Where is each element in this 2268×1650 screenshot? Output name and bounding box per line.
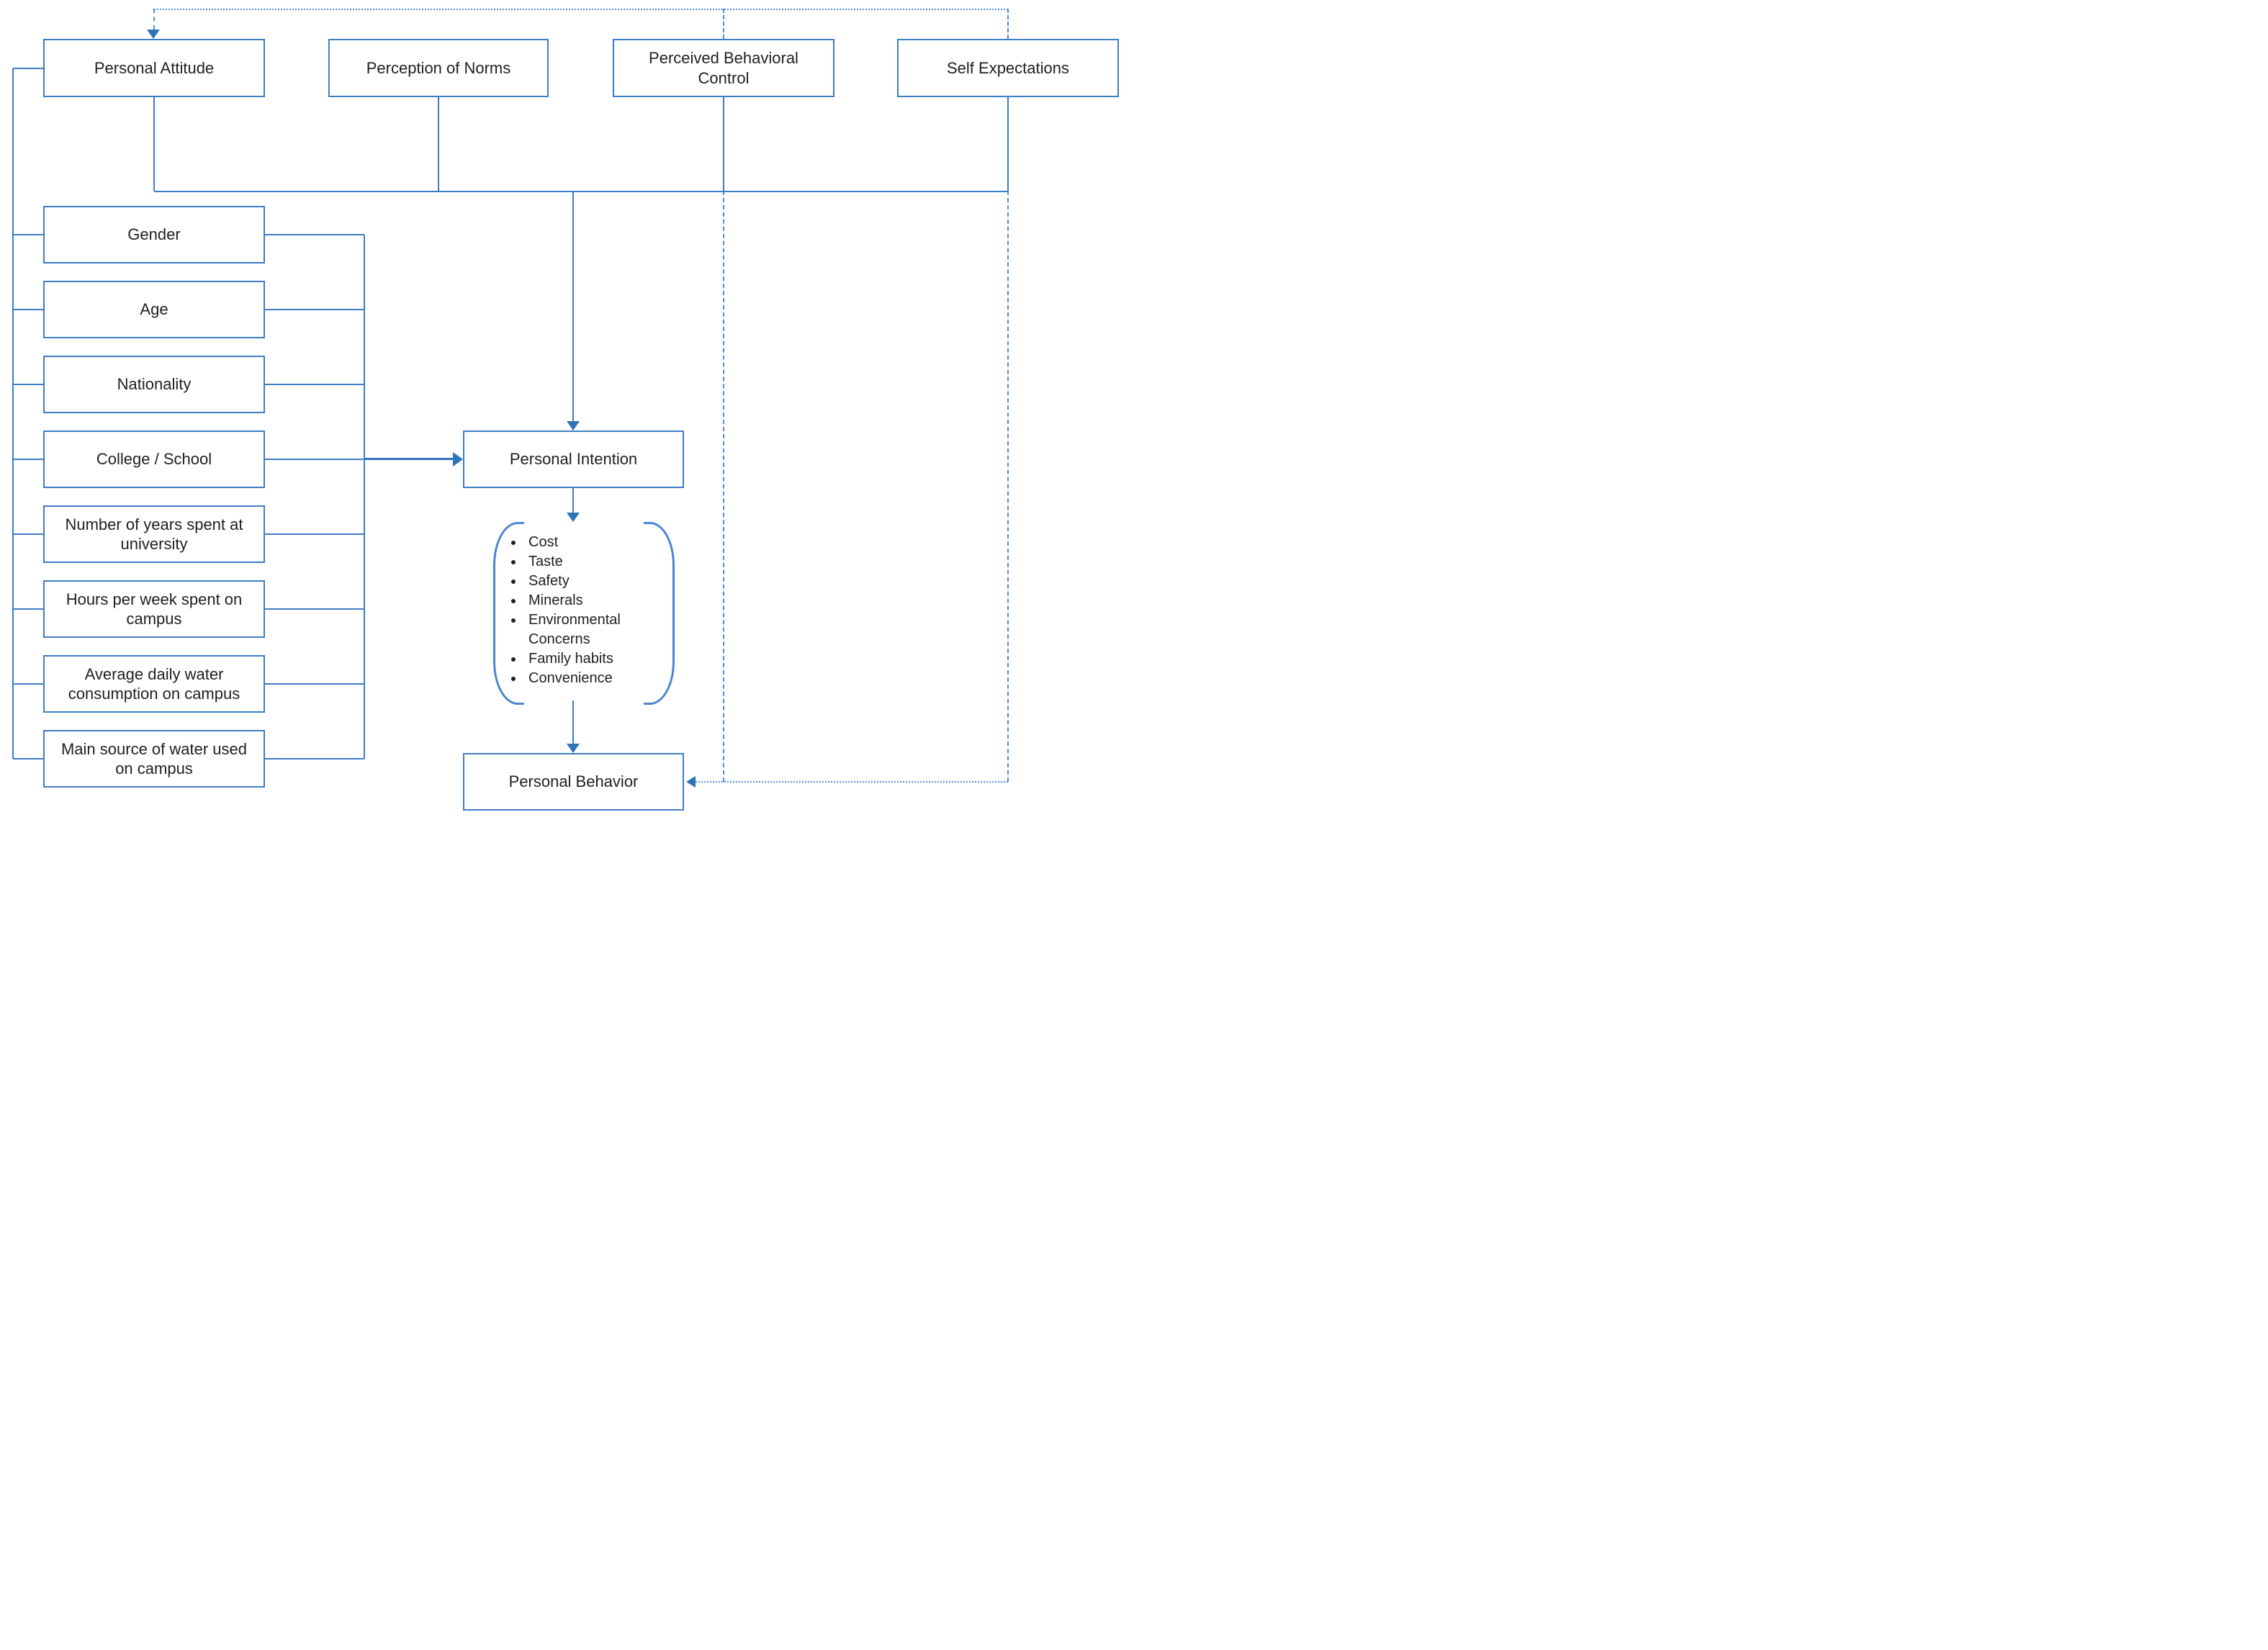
years-at-university-label: Number of years spent at university (65, 515, 243, 554)
right-stub-hours (265, 608, 364, 610)
demographics-to-intention-line (364, 458, 453, 460)
factor-minerals: Minerals (524, 591, 648, 610)
box-water-source: Main source of water used on campus (43, 730, 265, 788)
left-stub-age (13, 309, 43, 310)
perception-of-norms-label: Perception of Norms (366, 58, 511, 77)
left-stub-gender (13, 234, 43, 235)
left-stub-source (13, 758, 43, 759)
water-source-label: Main source of water used on campus (60, 739, 248, 778)
factors-to-behavior-line (572, 700, 574, 744)
decision-factors-list: Cost Taste Safety Minerals Environmental… (504, 533, 648, 688)
feedback-drop-to-attitude (153, 9, 155, 30)
left-stub-college (13, 459, 43, 460)
box-perceived-behavioral-control: Perceived Behavioral Control (613, 39, 834, 97)
box-personal-attitude: Personal Attitude (43, 39, 265, 97)
collector-line (154, 191, 1008, 192)
left-spine (12, 68, 14, 759)
hours-on-campus-label: Hours per week spent on campus (66, 590, 243, 628)
norms-drop-line (438, 97, 439, 191)
box-personal-intention: Personal Intention (463, 430, 684, 488)
left-stub-hours (13, 608, 43, 610)
arrowhead-into-behavior-top (567, 744, 580, 753)
factor-family-habits: Family habits (524, 649, 648, 669)
college-school-label: College / School (96, 450, 212, 469)
feedback-drop-to-expectations-top (1007, 9, 1009, 39)
expectations-drop-line (1007, 97, 1009, 191)
personal-attitude-label: Personal Attitude (94, 58, 215, 77)
control-drop-line (723, 97, 724, 191)
arrowhead-into-factors (567, 513, 580, 522)
box-nationality: Nationality (43, 356, 265, 413)
factor-environmental-concerns: Environmental Concerns (524, 610, 648, 649)
intention-to-factors-line (572, 488, 574, 513)
feedback-top-line (154, 9, 1008, 10)
feedback-vertical-mid (723, 191, 724, 782)
left-stub-years (13, 533, 43, 535)
personal-behavior-label: Personal Behavior (508, 772, 639, 791)
right-stub-source (265, 758, 364, 759)
right-stub-college (265, 459, 364, 460)
water-consumption-label: Average daily water consumption on campu… (68, 664, 240, 703)
gender-label: Gender (127, 225, 181, 244)
arrowhead-into-personal-behavior (686, 776, 696, 788)
arrowhead-into-personal-intention (567, 421, 580, 430)
left-stub-attitude (13, 68, 43, 69)
factor-cost: Cost (524, 533, 648, 552)
box-hours-on-campus: Hours per week spent on campus (43, 580, 265, 638)
feedback-drop-to-control-top (723, 9, 724, 39)
diagram-canvas: Personal Attitude Perception of Norms Pe… (0, 0, 1134, 825)
feedback-vertical-right (1007, 191, 1009, 782)
right-stub-consumption (265, 683, 364, 685)
right-spine (364, 235, 365, 759)
factor-convenience: Convenience (524, 669, 648, 688)
left-stub-nationality (13, 384, 43, 385)
box-college-school: College / School (43, 430, 265, 488)
box-water-consumption: Average daily water consumption on campu… (43, 655, 265, 713)
right-stub-years (265, 533, 364, 535)
attitude-drop-line (153, 97, 155, 191)
arrowhead-into-personal-attitude (147, 30, 160, 39)
right-bracket (644, 522, 675, 705)
box-gender: Gender (43, 206, 265, 263)
arrowhead-into-intention-left (453, 452, 463, 466)
box-self-expectations: Self Expectations (897, 39, 1119, 97)
left-stub-consumption (13, 683, 43, 685)
age-label: Age (140, 300, 168, 319)
box-years-at-university: Number of years spent at university (43, 505, 265, 563)
factor-taste: Taste (524, 552, 648, 572)
nationality-label: Nationality (117, 375, 192, 394)
box-age: Age (43, 281, 265, 338)
box-perception-of-norms: Perception of Norms (328, 39, 549, 97)
factor-safety: Safety (524, 572, 648, 591)
feedback-bottom-line (696, 781, 1008, 783)
right-stub-nationality (265, 384, 364, 385)
personal-intention-label: Personal Intention (509, 450, 638, 469)
self-expectations-label: Self Expectations (947, 58, 1069, 77)
box-personal-behavior: Personal Behavior (463, 753, 684, 811)
right-stub-gender (265, 234, 364, 235)
perceived-behavioral-control-label: Perceived Behavioral Control (649, 49, 798, 87)
right-stub-age (265, 309, 364, 310)
collector-to-intention-line (572, 191, 574, 421)
